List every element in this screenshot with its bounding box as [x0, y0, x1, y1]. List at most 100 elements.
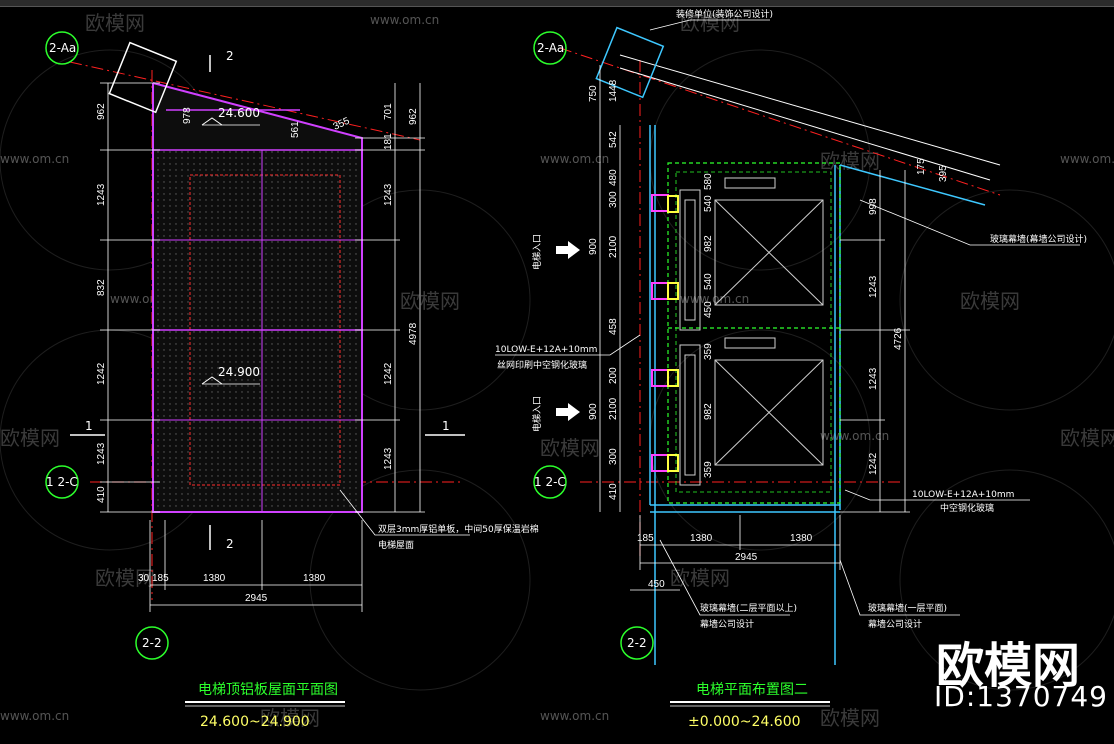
left-dim-top-4: 355	[332, 116, 352, 133]
right-dim-left-small-0: 750	[588, 85, 599, 102]
left-dim-right-4: 1243	[383, 447, 394, 470]
right-dim-left-0: 1448	[608, 79, 619, 102]
right-dim-left-1: 542	[608, 131, 619, 148]
watermark-brand: 欧模网	[936, 638, 1081, 694]
right-grid-bottom-label: 2-2	[627, 636, 647, 650]
svg-text:欧模网: 欧模网	[670, 566, 730, 590]
right-dim-right-0: 998	[868, 198, 879, 215]
right-dim-right-1: 1243	[868, 275, 879, 298]
left-dim-top-1: 181	[383, 133, 394, 150]
right-dim-slope-1: 395	[938, 165, 949, 182]
left-plan-range: 24.600~24.900	[200, 714, 310, 730]
left-dim-bottom-2: 1380	[203, 573, 226, 584]
svg-text:www.om.cn: www.om.cn	[540, 152, 609, 166]
svg-text:www.om.cn: www.om.cn	[820, 429, 889, 443]
right-glass-spec-a: 10LOW-E+12A+10mm	[495, 345, 597, 355]
right-dim-inner-7: 359	[703, 461, 714, 478]
svg-text:www.om.cn: www.om.cn	[0, 709, 69, 723]
left-section-top-label: 2	[226, 49, 234, 63]
svg-text:欧模网: 欧模网	[260, 706, 320, 730]
right-elevator-plan	[495, 19, 1080, 665]
left-dim-left-3: 1242	[96, 362, 107, 385]
right-plan-range: ±0.000~24.600	[688, 714, 801, 730]
left-grid-bubbles	[45, 31, 169, 660]
right-dim-inner-2: 982	[703, 235, 714, 252]
right-dim-left-8: 300	[608, 448, 619, 465]
left-dim-left-4: 1243	[96, 442, 107, 465]
svg-text:欧模网: 欧模网	[95, 566, 155, 590]
right-glass-spec-a2: 丝网印刷中空钢化玻璃	[497, 359, 587, 371]
right-entry-label-2: 电梯入口	[531, 396, 543, 432]
right-grid-bubbles	[533, 31, 654, 660]
right-dim-bottom-0: 185	[637, 533, 654, 544]
right-dim-left-6: 200	[608, 367, 619, 384]
left-roof-plan	[69, 41, 470, 612]
right-plan-title: 电梯平面布置图二	[696, 682, 808, 698]
right-dim-inner-0: 580	[703, 173, 714, 190]
left-dim-top-2: 561	[290, 121, 301, 138]
left-grid-bottom-label: 2-2	[142, 636, 162, 650]
left-section-marks	[70, 55, 465, 550]
right-glass-spec-b2: 中空钢化玻璃	[940, 502, 994, 514]
left-dim-bottom-0: 30	[138, 573, 150, 584]
right-dim-left-small-1: 900	[588, 238, 599, 255]
right-dim-inner-6: 982	[703, 403, 714, 420]
right-dim-right-4: 1242	[868, 452, 879, 475]
right-note-curtain-lower: 玻璃幕墙(一层平面)	[868, 602, 947, 614]
left-note-line1: 双层3mm厚铝单板，中间50厚保温岩棉	[378, 523, 539, 535]
right-note-curtain-right: 玻璃幕墙(幕墙公司设计)	[990, 233, 1087, 245]
svg-text:欧模网: 欧模网	[540, 436, 600, 460]
svg-text:欧模网: 欧模网	[960, 289, 1020, 313]
left-dim-top-0: 701	[383, 103, 394, 120]
left-dim-top-3: 978	[182, 107, 193, 124]
right-dim-left-4: 2100	[608, 235, 619, 258]
svg-text:欧模网: 欧模网	[1060, 426, 1114, 450]
left-note-line2: 电梯屋面	[378, 539, 414, 551]
right-dim-left-9: 410	[608, 483, 619, 500]
left-dim-right-2: 4978	[408, 322, 419, 345]
right-dim-slope-0: 175	[916, 158, 927, 175]
right-dim-inner-1: 540	[703, 195, 714, 212]
left-dim-bottom-total: 2945	[245, 593, 268, 604]
right-dim-left-5: 458	[608, 318, 619, 335]
right-dim-inner-3: 540	[703, 273, 714, 290]
right-note-curtain-lower2: 幕墙公司设计	[868, 618, 922, 630]
right-dim-bottom-1: 1380	[690, 533, 713, 544]
left-plan-title: 电梯顶铝板屋面平面图	[198, 682, 338, 698]
svg-text:欧模网: 欧模网	[85, 11, 145, 35]
svg-text:欧模网: 欧模网	[400, 289, 460, 313]
svg-text:www.om.cn: www.om.cn	[0, 152, 69, 166]
left-elevation-mid: 24.900	[218, 365, 260, 379]
right-dim-inner-5: 359	[703, 343, 714, 360]
left-elevation-top: 24.600	[218, 106, 260, 120]
left-dim-bottom-3: 1380	[303, 573, 326, 584]
right-dim-left-7: 2100	[608, 397, 619, 420]
svg-text:www.om.cn: www.om.cn	[540, 709, 609, 723]
right-dim-left-2: 480	[608, 169, 619, 186]
left-dim-left-5: 410	[96, 486, 107, 503]
right-dim-bottom-small: 450	[648, 579, 665, 590]
left-dim-left-0: 962	[96, 103, 107, 120]
left-grid-top-label: 2-Aa	[49, 41, 76, 55]
left-dim-left-2: 832	[96, 279, 107, 296]
right-glass-spec-b: 10LOW-E+12A+10mm	[912, 490, 1014, 500]
svg-text:www.om.cn: www.om.cn	[1060, 152, 1114, 166]
svg-text:欧模网: 欧模网	[820, 149, 880, 173]
right-grid-left-label: 1 2-C	[534, 475, 566, 489]
watermark-id: ID:1370749	[934, 680, 1108, 713]
right-note-curtain-upper2: 幕墙公司设计	[700, 618, 754, 630]
right-dim-left-3: 300	[608, 191, 619, 208]
right-dim-inner-4: 450	[703, 301, 714, 318]
left-section-bottom-label: 2	[226, 537, 234, 551]
right-note-top: 装修单位(装饰公司设计)	[676, 8, 773, 20]
right-dim-left-small-2: 900	[588, 403, 599, 420]
svg-text:欧模网: 欧模网	[820, 706, 880, 730]
left-dim-left-1: 1243	[96, 183, 107, 206]
left-section-left-label: 1	[85, 419, 93, 433]
left-grid-left-label: 1 2-C	[46, 475, 78, 489]
right-dim-right-3: 1243	[868, 367, 879, 390]
svg-text:www.om.cn: www.om.cn	[370, 13, 439, 27]
left-dim-right-0: 962	[408, 108, 419, 125]
cad-toolbar	[0, 0, 1114, 7]
